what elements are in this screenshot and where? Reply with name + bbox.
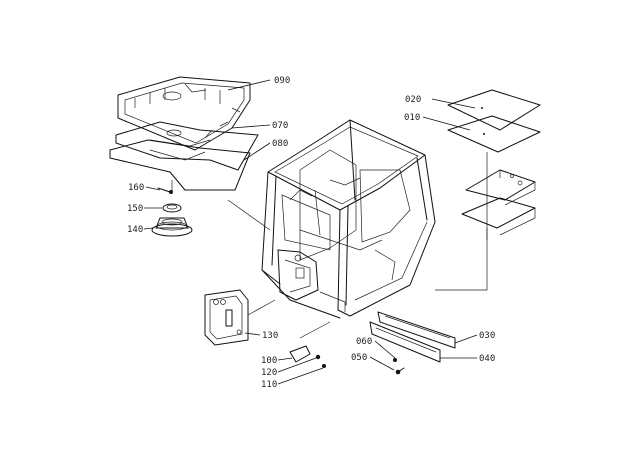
callout-120: 120 xyxy=(261,368,277,378)
part-090-floor-mat xyxy=(117,76,251,151)
callout-130: 130 xyxy=(262,331,278,341)
callout-090: 090 xyxy=(274,76,290,86)
part-160-bolt xyxy=(157,187,173,194)
callout-030: 030 xyxy=(479,331,495,341)
callout-labels: 090 070 080 020 010 160 150 140 130 030 … xyxy=(127,76,495,390)
part-040-rail xyxy=(369,321,441,363)
part-010-roof-panel xyxy=(447,115,541,153)
callout-160: 160 xyxy=(128,183,144,193)
cab-frame xyxy=(261,119,436,319)
callout-080: 080 xyxy=(272,139,288,149)
roof-bracket-lower xyxy=(461,197,536,236)
part-060-screw xyxy=(393,358,397,362)
callout-110: 110 xyxy=(261,380,277,390)
assembly-lines xyxy=(171,152,488,339)
callout-010: 010 xyxy=(404,113,420,123)
part-110-bolt xyxy=(322,364,326,368)
part-030-rail xyxy=(377,311,456,349)
callout-100: 100 xyxy=(261,356,277,366)
callout-020: 020 xyxy=(405,95,421,105)
callout-070: 070 xyxy=(272,121,288,131)
part-020-roof-panel xyxy=(447,89,541,131)
part-130-front-plate xyxy=(204,289,249,346)
part-150-ring xyxy=(162,203,182,213)
callout-140: 140 xyxy=(127,225,143,235)
part-120-washer xyxy=(315,354,321,360)
part-140-boot xyxy=(151,217,193,237)
callout-060: 060 xyxy=(356,337,372,347)
part-100-bracket xyxy=(289,345,311,363)
callout-040: 040 xyxy=(479,354,495,364)
callout-150: 150 xyxy=(127,204,143,214)
callout-leaders xyxy=(143,79,478,385)
part-050-screw xyxy=(395,367,405,375)
callout-050: 050 xyxy=(351,353,367,363)
part-080-floor-mat xyxy=(109,139,251,191)
roof-bracket-upper xyxy=(465,169,536,206)
